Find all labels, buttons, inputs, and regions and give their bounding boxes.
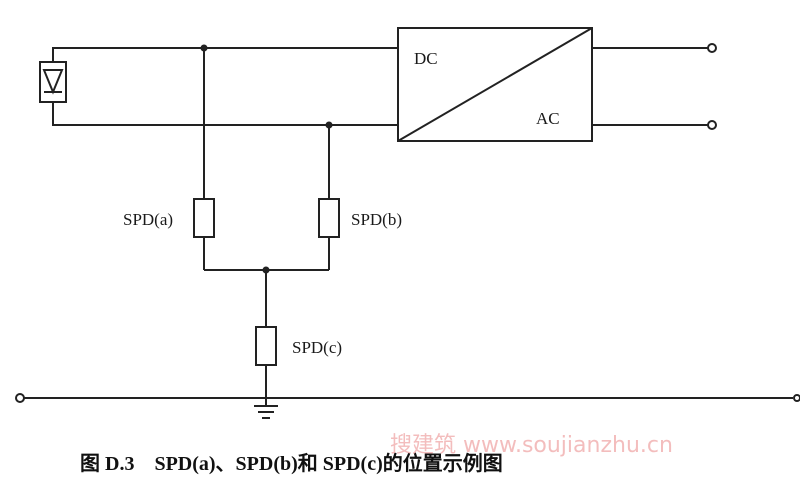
spd-c-device bbox=[255, 326, 277, 366]
ground-terminal-right bbox=[793, 394, 800, 402]
spd-b-label: SPD(b) bbox=[351, 210, 402, 229]
dc-positive-wire bbox=[52, 47, 398, 62]
spd-a-device bbox=[193, 198, 215, 238]
spd-b-device bbox=[318, 198, 340, 238]
spd-a-label: SPD(a) bbox=[123, 210, 173, 229]
spd-c-label: SPD(c) bbox=[292, 338, 342, 357]
dc-label: DC bbox=[414, 49, 438, 68]
earth-ground-icon bbox=[254, 398, 278, 419]
ac-terminal-2 bbox=[707, 120, 717, 130]
ac-terminal-1 bbox=[707, 43, 717, 53]
ac-label: AC bbox=[536, 109, 560, 128]
watermark-text: 搜建筑 www.soujianzhu.cn bbox=[390, 433, 673, 458]
pv-panel-icon bbox=[39, 61, 67, 103]
figure-caption: 图 D.3 SPD(a)、SPD(b)和 SPD(c)的位置示例图 bbox=[80, 451, 503, 475]
dc-negative-wire bbox=[52, 102, 398, 126]
inverter-box bbox=[397, 27, 593, 142]
ground-terminal-left bbox=[15, 393, 25, 403]
